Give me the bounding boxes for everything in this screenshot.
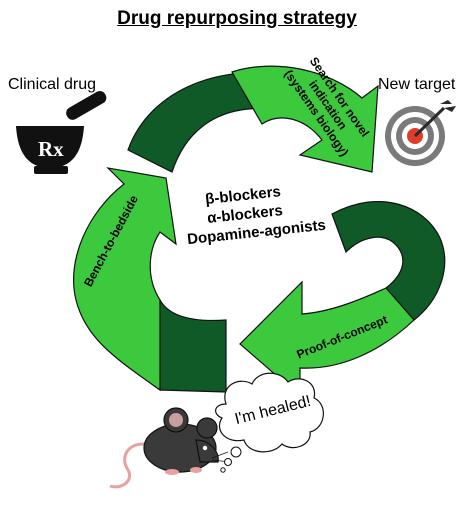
- label-clinical-drug: Clinical drug: [8, 76, 97, 93]
- mortar-pestle-icon: [16, 91, 107, 174]
- rx-mark: Rx: [38, 137, 64, 161]
- target-icon: [385, 100, 456, 166]
- arrow-proof-of-concept: [239, 200, 446, 398]
- mouse-icon: [109, 407, 231, 489]
- thought-bubble-icon: [215, 372, 324, 473]
- arrow-bench-to-bedside: [72, 167, 227, 393]
- arrow-search-indication: [127, 65, 379, 173]
- page-title: Drug repurposing strategy: [117, 8, 357, 29]
- label-new-target: New target: [378, 76, 456, 93]
